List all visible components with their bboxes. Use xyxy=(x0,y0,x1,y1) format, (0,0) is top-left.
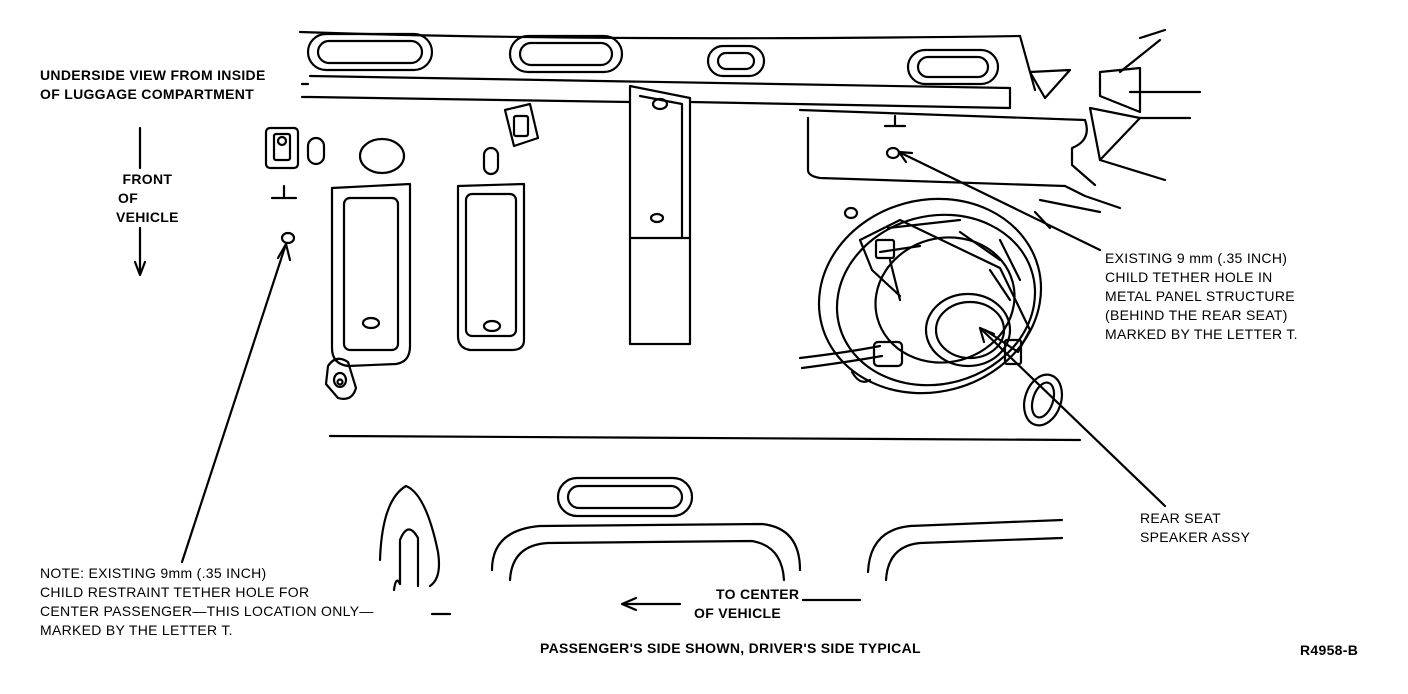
center-bracket xyxy=(628,84,692,346)
note-line-4: MARKED BY THE LETTER T. xyxy=(40,622,233,638)
lower-boss xyxy=(324,357,358,400)
t-marker-right-label: T xyxy=(890,110,891,111)
to-center-line-2: OF VEHICLE xyxy=(694,605,782,621)
tether-line-3: METAL PANEL STRUCTURE xyxy=(1105,288,1295,304)
figure-caption: PASSENGER'S SIDE SHOWN, DRIVER'S SIDE TY… xyxy=(540,640,921,656)
t-marker-left-label: T xyxy=(278,178,279,179)
tether-line-2: CHILD TETHER HOLE IN xyxy=(1105,269,1273,285)
note-line-3: CENTER PASSENGER—THIS LOCATION ONLY— xyxy=(40,603,374,619)
to-center-line-1: TO CENTER xyxy=(716,586,800,602)
figure-id: R4958-B xyxy=(1300,642,1359,658)
front-line-1: FRONT xyxy=(122,171,173,187)
front-line-2: OF xyxy=(118,190,139,206)
speaker-line-2: SPEAKER ASSY xyxy=(1140,529,1251,545)
speaker-callout: REAR SEAT SPEAKER ASSY xyxy=(1140,509,1250,547)
tether-line-4: (BEHIND THE REAR SEAT) xyxy=(1105,307,1288,323)
leader-lines xyxy=(133,82,1167,616)
right-slot xyxy=(1022,373,1064,427)
slot-panels xyxy=(330,182,526,368)
front-of-vehicle-label: FRONT OF VEHICLE xyxy=(116,170,179,227)
speaker-line-1: REAR SEAT xyxy=(1140,510,1222,526)
view-title-line-1: UNDERSIDE VIEW FROM INSIDE xyxy=(40,67,266,83)
tether-line-1: EXISTING 9 mm (.35 INCH) xyxy=(1105,250,1288,266)
seat-openings xyxy=(378,476,1064,592)
view-title: UNDERSIDE VIEW FROM INSIDE OF LUGGAGE CO… xyxy=(40,66,266,104)
speaker-assembly xyxy=(798,197,1052,395)
left-bosses xyxy=(264,102,540,176)
view-title-line-2: OF LUGGAGE COMPARTMENT xyxy=(40,86,254,102)
tether-line-5: MARKED BY THE LETTER T. xyxy=(1105,326,1298,342)
tether-hole-callout: EXISTING 9 mm (.35 INCH) CHILD TETHER HO… xyxy=(1105,249,1298,344)
panel-lines xyxy=(298,28,1202,442)
to-center-label: TO CENTER OF VEHICLE xyxy=(690,585,799,623)
front-line-3: VEHICLE xyxy=(116,209,179,225)
center-passenger-note: NOTE: EXISTING 9mm (.35 INCH) CHILD REST… xyxy=(40,564,374,640)
note-line-1: NOTE: EXISTING 9mm (.35 INCH) xyxy=(40,565,267,581)
top-slots xyxy=(306,32,1000,86)
note-line-2: CHILD RESTRAINT TETHER HOLE FOR xyxy=(40,584,310,600)
tether-holes xyxy=(270,114,907,245)
